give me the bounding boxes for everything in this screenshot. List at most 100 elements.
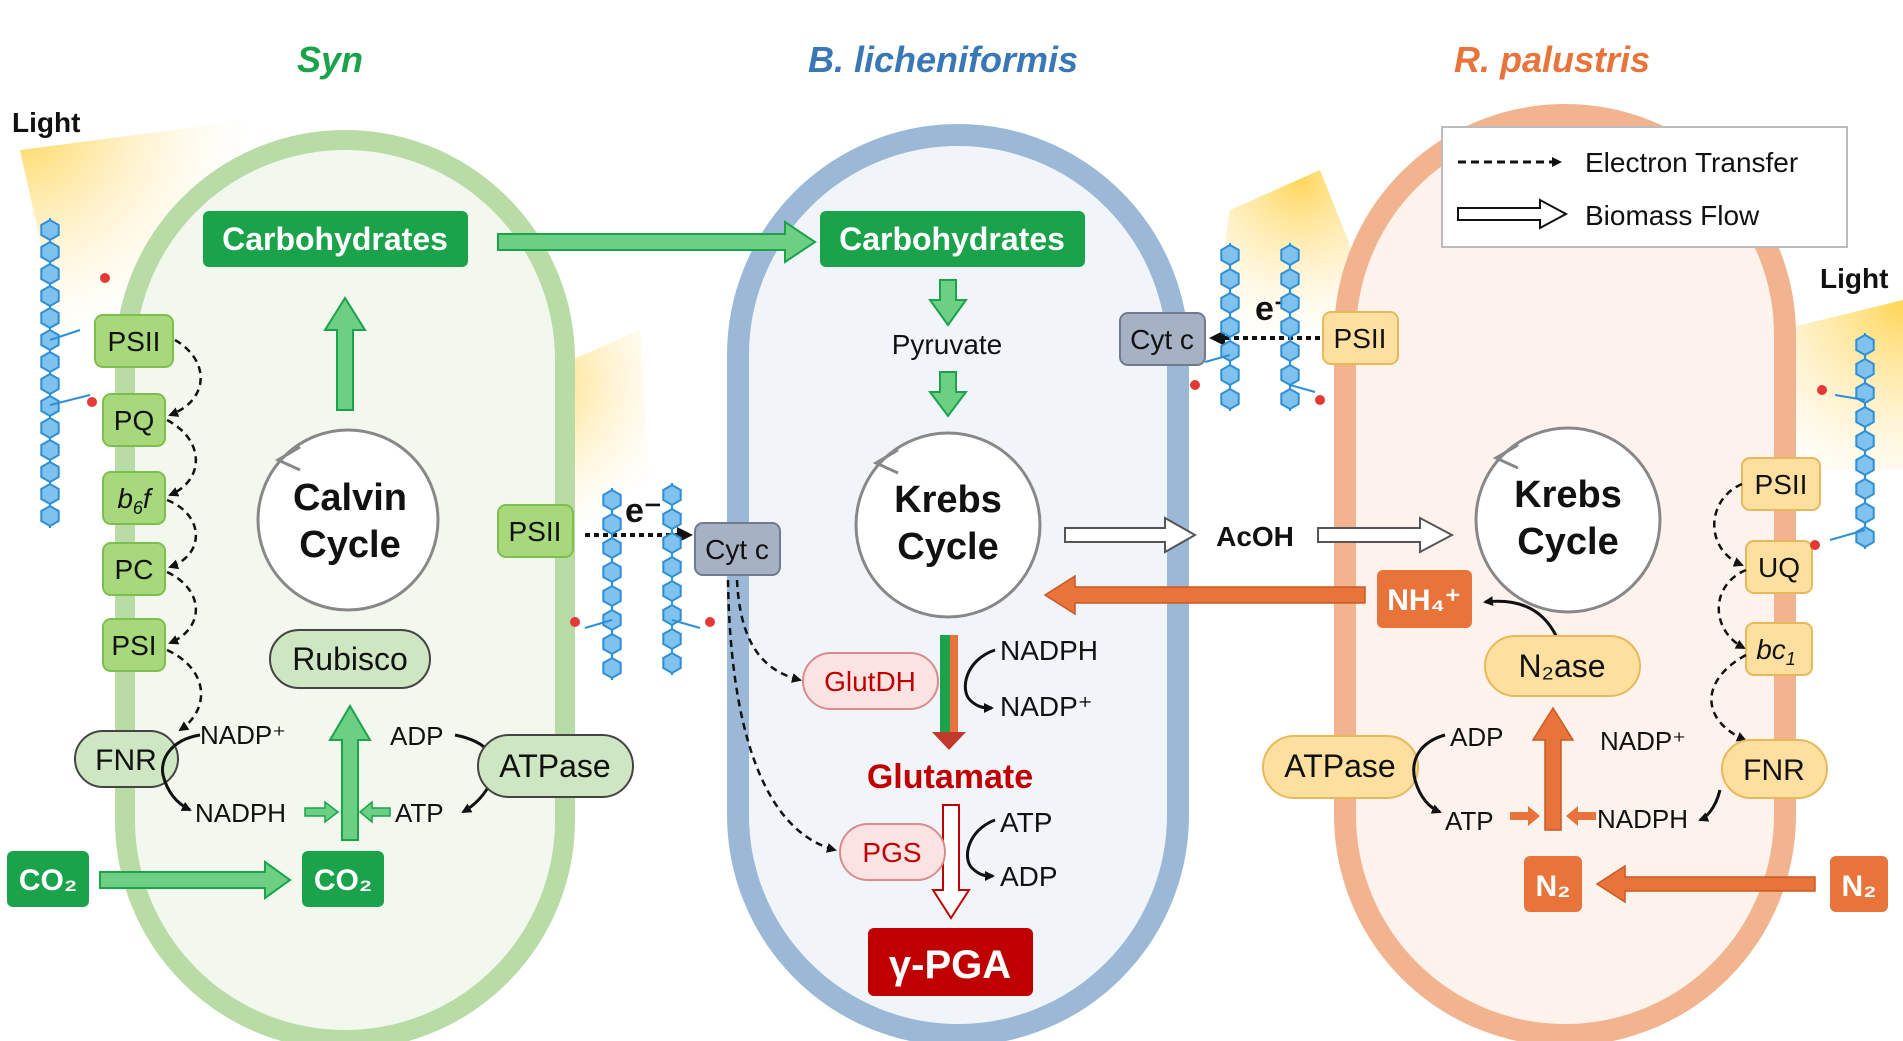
molecule-ring-icon <box>602 560 622 584</box>
blich-krebs-line1: Krebs <box>894 479 1002 521</box>
molecule-ring-icon <box>662 483 682 507</box>
molecule-ring-icon <box>1220 267 1240 291</box>
n2ase-label: N₂ase <box>1518 648 1605 684</box>
molecule-atom-icon <box>705 617 715 627</box>
rpal-e-psii-uq <box>1713 482 1744 567</box>
syn-b6f-sub: 6 <box>133 498 144 518</box>
molecule-ring-icon <box>1855 333 1875 357</box>
pgs-label: PGS <box>862 837 921 868</box>
syn-e-b6f-pc <box>166 498 198 570</box>
molecule-ring-icon <box>602 536 622 560</box>
blich-krebs-arrowhead-icon <box>872 448 899 475</box>
nh4-box <box>1377 570 1472 628</box>
molecule-ring-icon <box>1280 339 1300 363</box>
syn-carbohydrates-label: Carbohydrates <box>222 221 448 257</box>
rpal-atpase-curve <box>1412 733 1446 814</box>
rpal-arrow-atp-in <box>1510 806 1540 826</box>
rpal-psii-top-box <box>1322 311 1399 365</box>
e-minus-left: e⁻ <box>625 492 662 530</box>
syn-e-pq-b6f <box>166 418 198 497</box>
calvin-line2: Cycle <box>299 524 400 566</box>
molecule-ring-icon <box>1855 453 1875 477</box>
rpal-uq-box <box>1745 540 1813 594</box>
syn-psii-box <box>94 314 174 368</box>
legend-biomass-label: Biomass Flow <box>1585 200 1760 231</box>
syn-e-psii-pq <box>168 338 202 417</box>
molecule-ring-icon <box>662 531 682 555</box>
syn-fnr-curve <box>160 733 201 812</box>
arrow-krebs-acoh <box>1064 516 1198 554</box>
molecule-ring-icon <box>1280 315 1300 339</box>
acoh-label: AcOH <box>1216 521 1294 552</box>
molecule-atom-icon <box>1190 380 1200 390</box>
syn-arrow-co2-up <box>328 704 372 841</box>
molecule-ring-icon <box>1855 477 1875 501</box>
molecule-ring-icon <box>40 372 60 396</box>
rpal-psii-top-label: PSII <box>1334 323 1387 354</box>
rpal-krebs-arrowhead-icon <box>1492 443 1519 470</box>
molecule-bond <box>49 394 91 406</box>
rpal-n2-out-label: N₂ <box>1842 870 1877 903</box>
rpal-fnr-box <box>1721 739 1828 799</box>
molecule-ring-icon <box>1280 267 1300 291</box>
rpal-psii-label: PSII <box>1755 469 1808 500</box>
molecule-ring-icon <box>602 584 622 608</box>
syn-arrow-nadph-in <box>304 800 340 824</box>
calvin-line1: Calvin <box>293 477 407 519</box>
molecule-ring-icon <box>40 416 60 440</box>
molecule-bond <box>584 619 613 629</box>
syn-nadp-label: NADP⁺ <box>200 720 286 750</box>
syn-pq-box <box>102 393 166 447</box>
molecule-ring-icon <box>40 218 60 242</box>
arrow-pyruvate-krebs <box>928 371 968 418</box>
rpal-nadp-label: NADP⁺ <box>1600 726 1686 756</box>
molecule-atom-icon <box>100 273 110 283</box>
molecule-ring-icon <box>602 656 622 680</box>
molecule-ring-icon <box>40 262 60 286</box>
glutdh-box <box>802 652 939 710</box>
blich-cytc-box <box>694 522 781 576</box>
molecule-bond <box>49 329 81 341</box>
blich-adp-label: ADP <box>1000 861 1058 892</box>
syn-pq-label: PQ <box>114 405 154 436</box>
rpal-bc1-sub: 1 <box>1786 649 1796 669</box>
blich-krebs-line2: Cycle <box>897 526 998 568</box>
blich-arrow-glutamate-orange <box>950 635 958 735</box>
rpal-cytc-label: Cyt c <box>1130 324 1194 355</box>
calvin-cycle-arrowhead-icon <box>274 445 301 472</box>
molecule-atom-icon <box>1810 540 1820 550</box>
rpal-krebs-circle <box>1474 426 1662 614</box>
arrow-carbohydrates-transfer <box>497 220 817 264</box>
glutdh-label: GlutDH <box>824 666 916 697</box>
syn-pc-box <box>102 542 166 596</box>
molecule-ring-icon <box>662 627 682 651</box>
arrow-nh4-transfer <box>1043 574 1366 616</box>
syn-carbohydrates-box <box>203 211 468 267</box>
syn-b6f-f: f <box>143 483 154 514</box>
n2ase-to-nh4-curve <box>1483 596 1560 641</box>
blich-carbohydrates-label: Carbohydrates <box>839 221 1065 257</box>
molecule-atom-icon <box>87 397 97 407</box>
molecule-atom-icon <box>1817 385 1827 395</box>
molecule-ring-icon <box>40 460 60 484</box>
blich-krebs-circle <box>854 431 1042 619</box>
rubisco-box <box>269 629 431 689</box>
syn-co2-out-box <box>7 851 89 907</box>
molecule-ring-icon <box>1855 429 1875 453</box>
rpal-arrow-nadph-in <box>1566 806 1596 826</box>
molecule-ring-icon <box>1280 363 1300 387</box>
syn-co2-out-label: CO₂ <box>19 864 77 897</box>
blich-carbohydrates-box <box>820 211 1085 267</box>
syn-psi-box <box>102 618 166 672</box>
molecule-atom-icon <box>1315 395 1325 405</box>
syn-pc-label: PC <box>115 554 154 585</box>
molecule-ring-icon <box>602 488 622 512</box>
syn-e-psi-fnr <box>166 648 203 732</box>
syn-co2-in-label: CO₂ <box>314 864 372 897</box>
syn-psii-mid-label: PSII <box>509 516 562 547</box>
arrow-carb-pyruvate <box>928 279 968 327</box>
pgs-box <box>839 823 946 881</box>
molecule-group <box>40 218 1875 680</box>
nh4-label: NH₄⁺ <box>1387 584 1460 617</box>
